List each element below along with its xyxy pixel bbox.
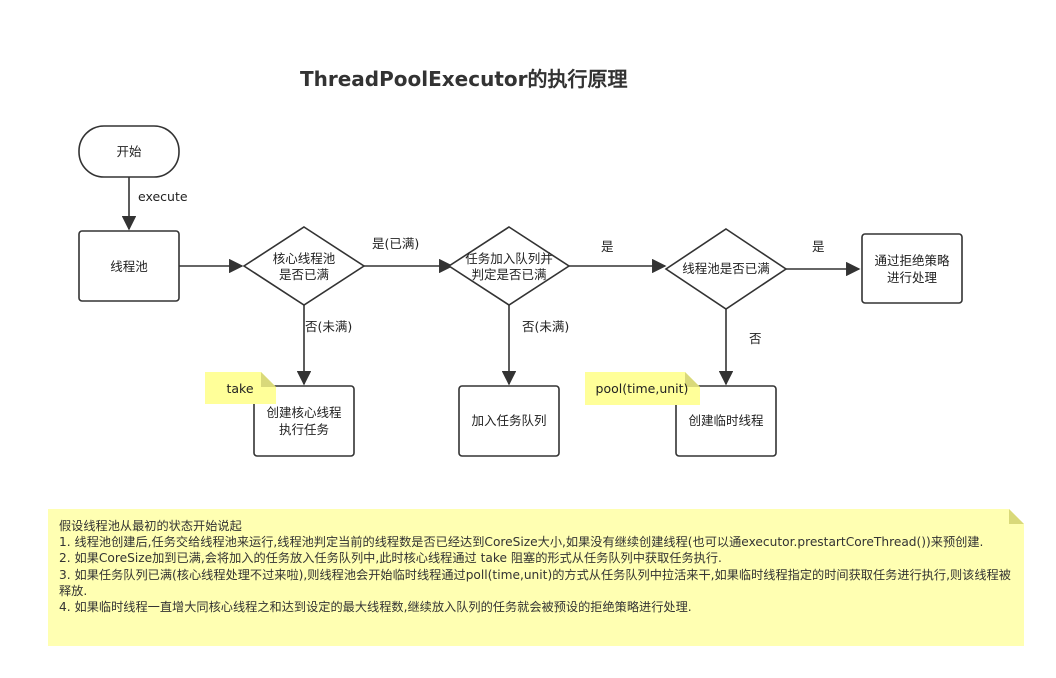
core-check-label-line1: 核心线程池 (273, 251, 336, 266)
reject-label-line1: 通过拒绝策略 (874, 253, 950, 268)
create-core-shape (253, 385, 355, 457)
create-temp-shape (675, 385, 777, 457)
pool-check-label: 线程池是否已满 (682, 261, 770, 276)
note-poll-label: pool(time,unit) (596, 381, 689, 396)
node-start: 开始 (78, 125, 180, 178)
queue-check-label-line2: 判定是否已满 (471, 267, 546, 282)
add-queue-shape (458, 385, 560, 457)
queue-check-shape (447, 226, 571, 306)
note-take-fold (261, 372, 276, 387)
node-queue-check: 任务加入队列并 判定是否已满 (447, 226, 571, 306)
pool-label: 线程池 (110, 259, 148, 274)
node-create-core: 创建核心线程 执行任务 (253, 385, 355, 457)
pool-check-shape (664, 228, 788, 310)
edge-label-pool-not-full: 否 (749, 331, 762, 346)
note-take-label: take (226, 381, 253, 396)
core-check-shape (242, 226, 366, 306)
diagram-title: ThreadPoolExecutor的执行原理 (300, 67, 628, 91)
node-pool-check: 线程池是否已满 (664, 228, 788, 310)
note-poll: pool(time,unit) (585, 372, 700, 405)
queue-check-label-line1: 任务加入队列并 (465, 251, 553, 266)
edges (121, 177, 861, 386)
note-take: take (205, 372, 276, 404)
node-core-check: 核心线程池 是否已满 (242, 226, 366, 306)
edge-label-pool-full: 是 (812, 239, 825, 254)
node-create-temp: 创建临时线程 (675, 385, 777, 457)
create-temp-label: 创建临时线程 (688, 413, 764, 428)
note-take-shape (205, 372, 276, 404)
core-check-label-line2: 是否已满 (279, 267, 329, 282)
start-shape (78, 125, 180, 178)
node-reject: 通过拒绝策略 进行处理 (861, 233, 963, 304)
note-poll-fold (685, 372, 700, 387)
create-core-label-line1: 创建核心线程 (266, 405, 342, 420)
explanation-intro: 假设线程池从最初的状态开始说起 (59, 519, 242, 533)
pool-shape (78, 230, 180, 302)
explanation-step-2: 2. 如果CoreSize加到已满,会将加入的任务放入任务队列中,此时核心线程通… (59, 551, 722, 566)
explanation-note: 假设线程池从最初的状态开始说起 1. 线程池创建后,任务交给线程池来运行,线程池… (48, 509, 1024, 646)
edge-label-queue-full: 是 (601, 239, 614, 254)
node-add-queue: 加入任务队列 (458, 385, 560, 457)
edge-label-queue-not-full: 否(未满) (522, 319, 569, 334)
reject-shape (861, 233, 963, 304)
add-queue-label: 加入任务队列 (471, 413, 546, 428)
note-poll-shape (585, 372, 700, 405)
node-pool: 线程池 (78, 230, 180, 302)
explanation-step-3: 3. 如果任务队列已满(核心线程处理不过来啦),则线程池会开始临时线程通过pol… (59, 567, 1011, 598)
create-core-label-line2: 执行任务 (279, 422, 329, 437)
edge-label-execute: execute (138, 189, 188, 204)
edge-label-core-not-full: 否(未满) (305, 319, 352, 334)
explanation-step-1: 1. 线程池创建后,任务交给线程池来运行,线程池判定当前的线程数是否已经达到Co… (59, 535, 984, 550)
reject-label-line2: 进行处理 (887, 270, 938, 285)
edge-label-core-full: 是(已满) (372, 236, 419, 251)
explanation-step-4: 4. 如果临时线程一直增大同核心线程之和达到设定的最大线程数,继续放入队列的任务… (59, 600, 692, 615)
start-label: 开始 (116, 144, 142, 159)
